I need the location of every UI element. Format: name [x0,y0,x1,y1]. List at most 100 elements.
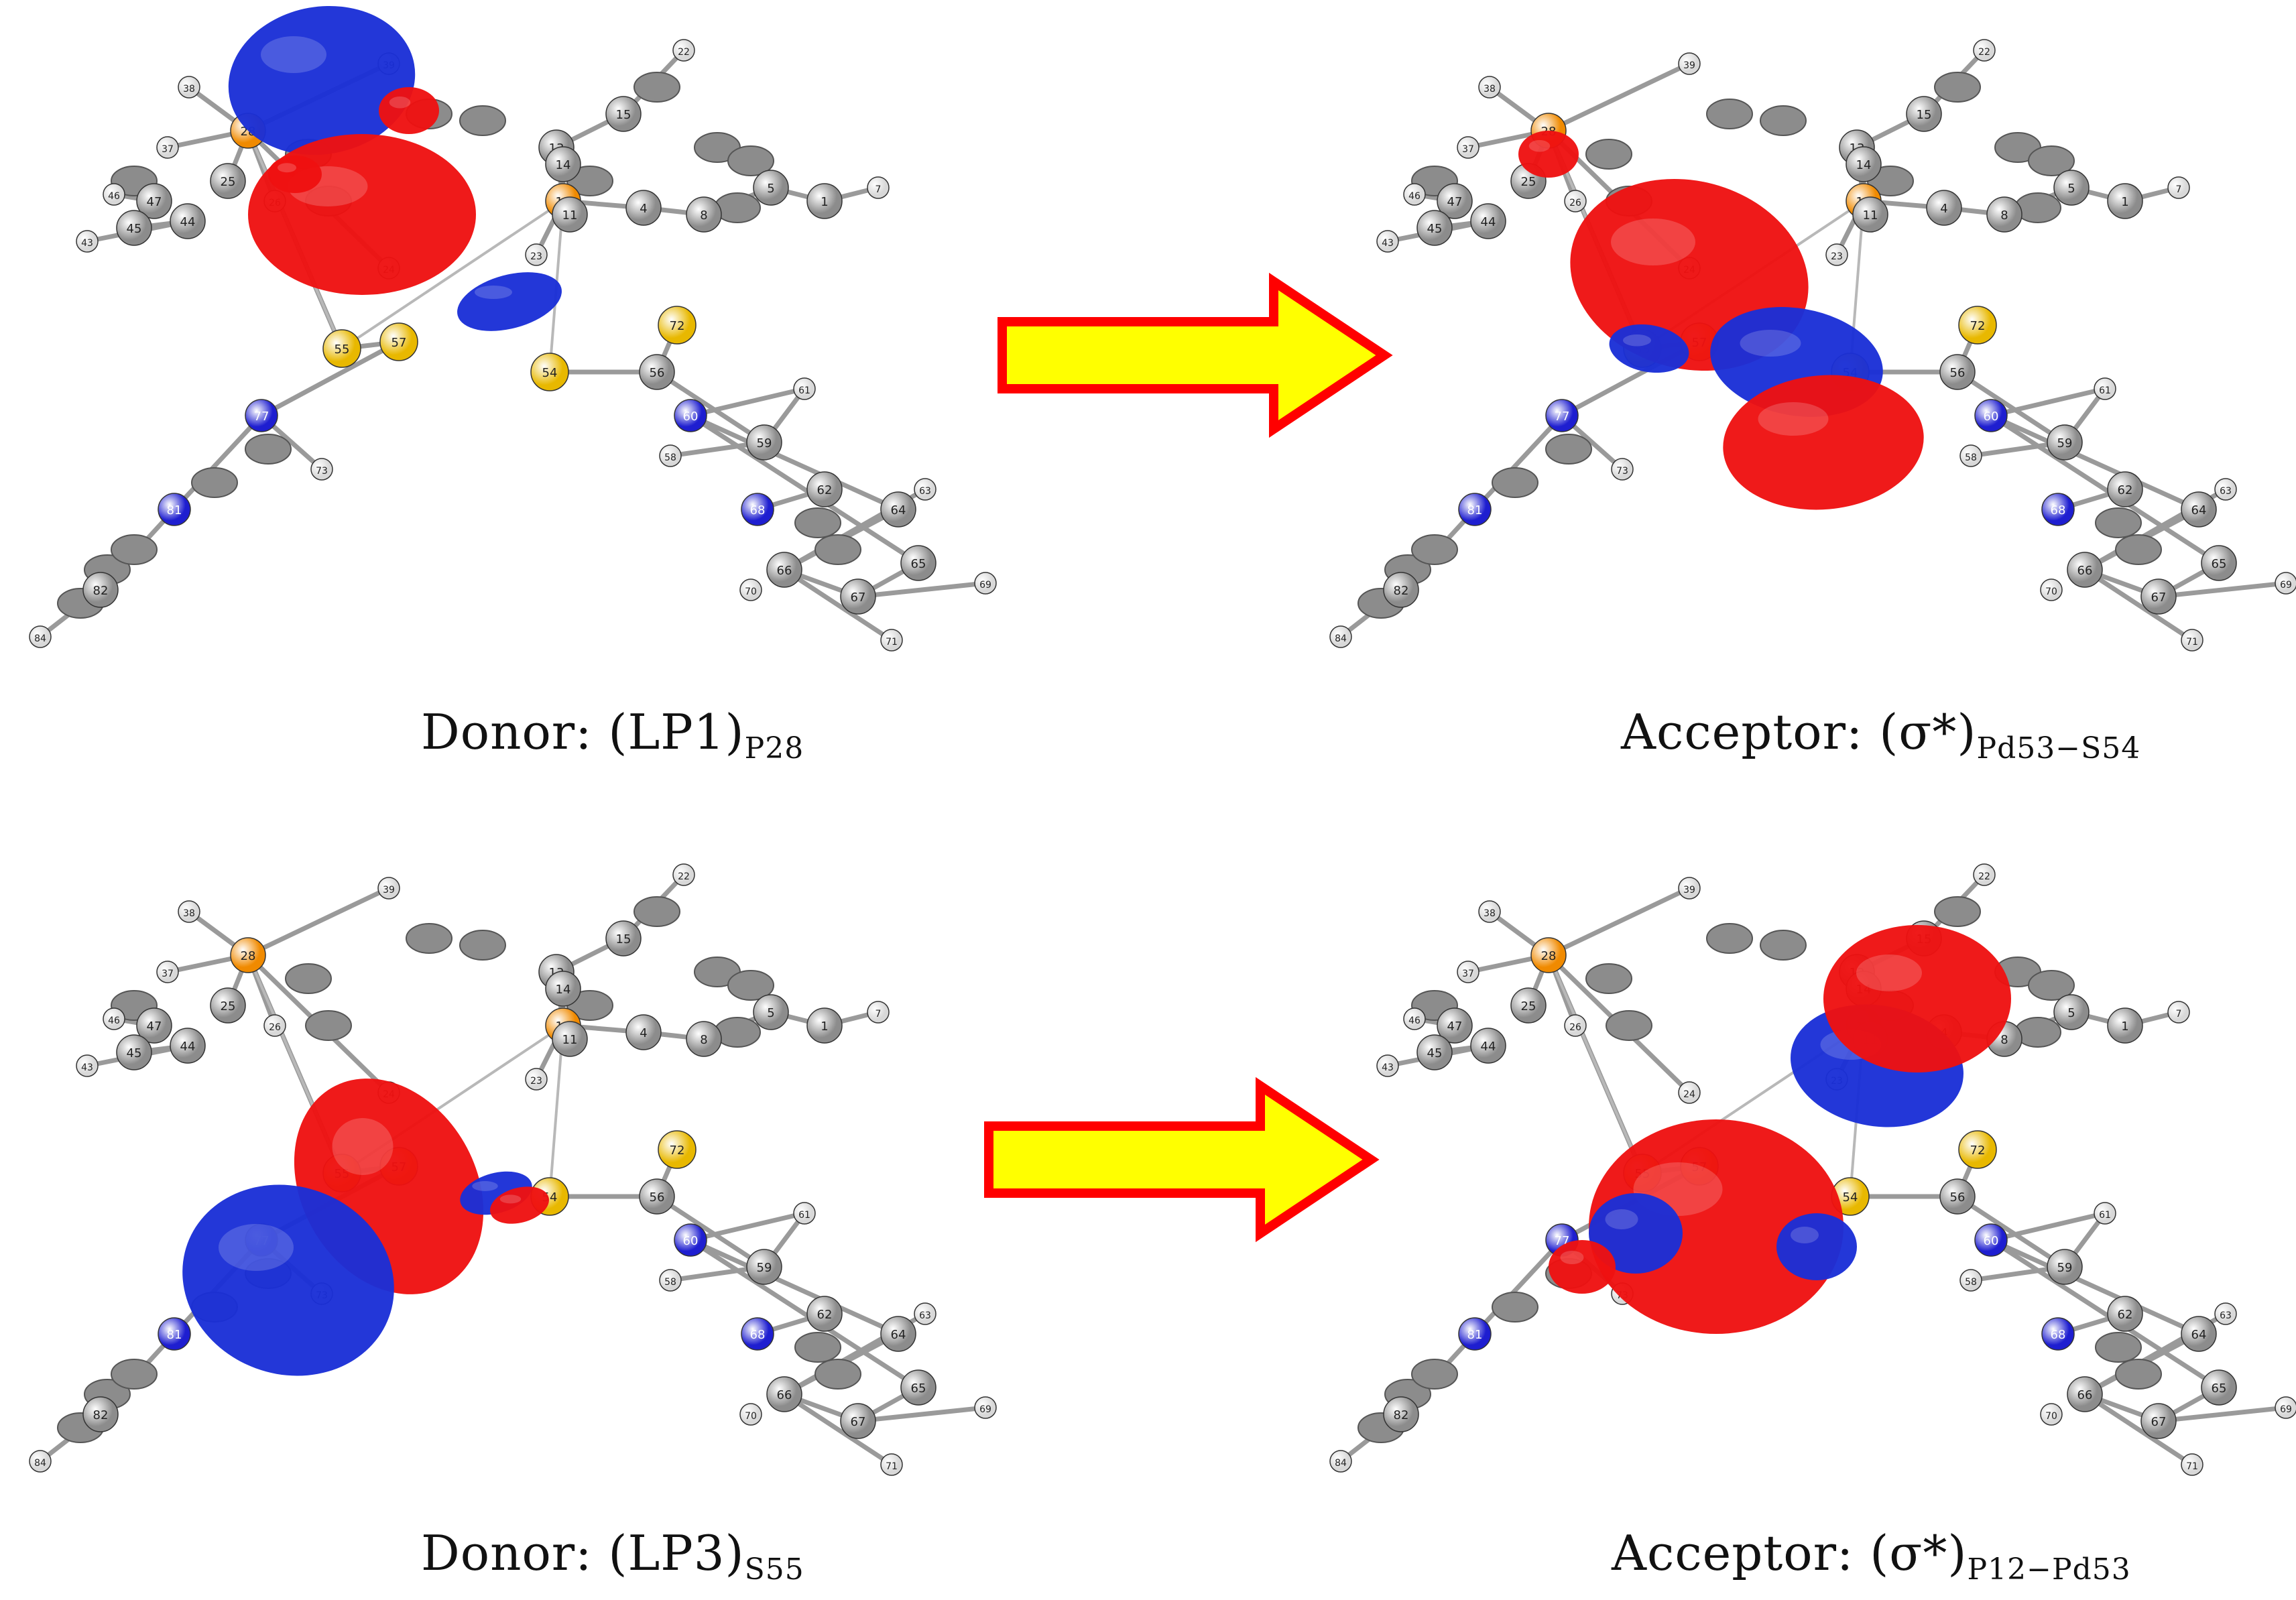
carbon-atom [1939,354,1976,390]
bond [689,1237,900,1337]
carbon-atom [1846,146,1882,182]
atom-label: 44 [180,215,196,229]
carbon-atom [136,1007,172,1044]
carbon-atom [1416,1034,1453,1070]
carbon-atom [686,196,722,233]
atom-label: 14 [556,158,571,172]
atom-label: 38 [1484,908,1496,919]
atom-label: 69 [2280,580,2292,591]
carbon-atom [1939,1178,1976,1215]
orbital-highlight [1791,1227,1819,1243]
caption-bottom-left: Donor: (LP3)S55 [421,1525,804,1587]
atom-label: 81 [1467,1328,1483,1342]
atom-label: 25 [221,999,236,1013]
atom-label: 70 [745,1411,757,1422]
atom-label: 59 [757,436,772,450]
red-orbital-lobe [1823,925,2011,1072]
atom-label: 46 [108,191,120,202]
atom-label: 82 [1394,1408,1409,1422]
sulfur-atom [658,306,697,345]
hydrogen-atom [672,39,695,62]
caption-top-right: Acceptor: (σ*)Pd53−S54 [1621,704,2141,765]
molecule-structure-acceptor-p12-pd53: 3938283722151314124851746474544432625242… [1329,863,2296,1476]
bond [1990,414,2220,565]
sulfur-atom [379,322,418,361]
hydrogen-atom [1403,1007,1426,1030]
atom-label: 38 [183,84,195,95]
atom-label: 22 [678,47,690,58]
carbon-atom [1852,196,1888,233]
atom-label: 26 [269,1022,281,1033]
hydrogen-atom [1478,76,1501,99]
carbon-atom [714,192,761,223]
atom-label: 58 [1965,1277,1977,1288]
atom-label: 81 [167,1328,182,1342]
atom-label: 28 [1541,949,1557,963]
blue-orbital-lobe [1776,1213,1857,1280]
atom-label: 61 [798,1210,810,1221]
atom-label: 68 [750,1328,766,1342]
hydrogen-atom [156,961,179,983]
atom-label: 45 [1427,1046,1443,1060]
atom-label: 43 [81,238,93,249]
atom-label: 65 [911,557,926,571]
carbon-atom [1416,210,1453,246]
nitrogen-atom [1458,1317,1492,1351]
carbon-atom [1986,196,2022,233]
hydrogen-atom [2167,176,2190,199]
atom-label: 63 [2220,1310,2232,1321]
bond [1956,370,2066,444]
carbon-atom [1606,1010,1652,1041]
carbon-atom [305,1010,352,1041]
atom-label: 65 [2212,557,2227,571]
blue-orbital-lobe [457,272,562,331]
carbon-atom [116,1034,152,1070]
atom-label: 81 [167,503,182,517]
carbon-atom [633,896,680,927]
bond [1956,1194,2066,1269]
carbon-atom [625,190,662,226]
hydrogen-atom [2275,1396,2296,1419]
hydrogen-atom [1678,877,1701,900]
atom-label: 60 [683,1234,699,1248]
atom-label: 56 [650,366,665,380]
atom-label: 71 [886,1461,898,1472]
hydrogen-atom [103,183,125,206]
atom-label: 14 [556,983,571,997]
atom-label: 65 [911,1381,926,1396]
atom-label: 14 [1856,158,1872,172]
carbon-atom [2181,491,2217,528]
atom-label: 47 [147,1020,162,1034]
atom-label: 62 [2118,483,2133,497]
phosphorus-atom [230,937,266,973]
carbon-atom [806,183,843,219]
atom-label: 84 [34,633,46,644]
bond [689,414,920,565]
nitrogen-atom [158,493,191,526]
atom-label: 82 [1394,584,1409,598]
atom-label: 37 [162,144,174,155]
bond [1990,413,2200,512]
hydrogen-atom [1329,1450,1352,1473]
atom-label: 62 [2118,1308,2133,1322]
carbon-atom [1492,1292,1538,1322]
hydrogen-atom [103,1007,125,1030]
atom-label: 57 [391,336,407,350]
orbital-highlight [475,286,512,299]
coordination-bond [341,200,564,350]
carbon-atom [1760,105,1807,136]
nitrogen-atom [1545,399,1579,432]
bond [172,414,263,511]
bond [1473,1238,1564,1336]
bond [783,1392,893,1467]
bond [1547,61,1691,133]
molecule-panel-top-left: 3938283722151314124851746474544432625242… [13,5,1019,657]
molecule-panel-bottom-right: 3938283722151314124851746474544432625242… [1314,838,2296,1481]
hydrogen-atom [793,1202,816,1225]
carbon-atom [2107,1007,2143,1044]
carbon-atom [1706,923,1753,954]
carbon-atom [2107,1296,2143,1332]
carbon-atom [1585,963,1632,994]
carbon-atom [545,971,581,1007]
bond [2158,1405,2287,1424]
